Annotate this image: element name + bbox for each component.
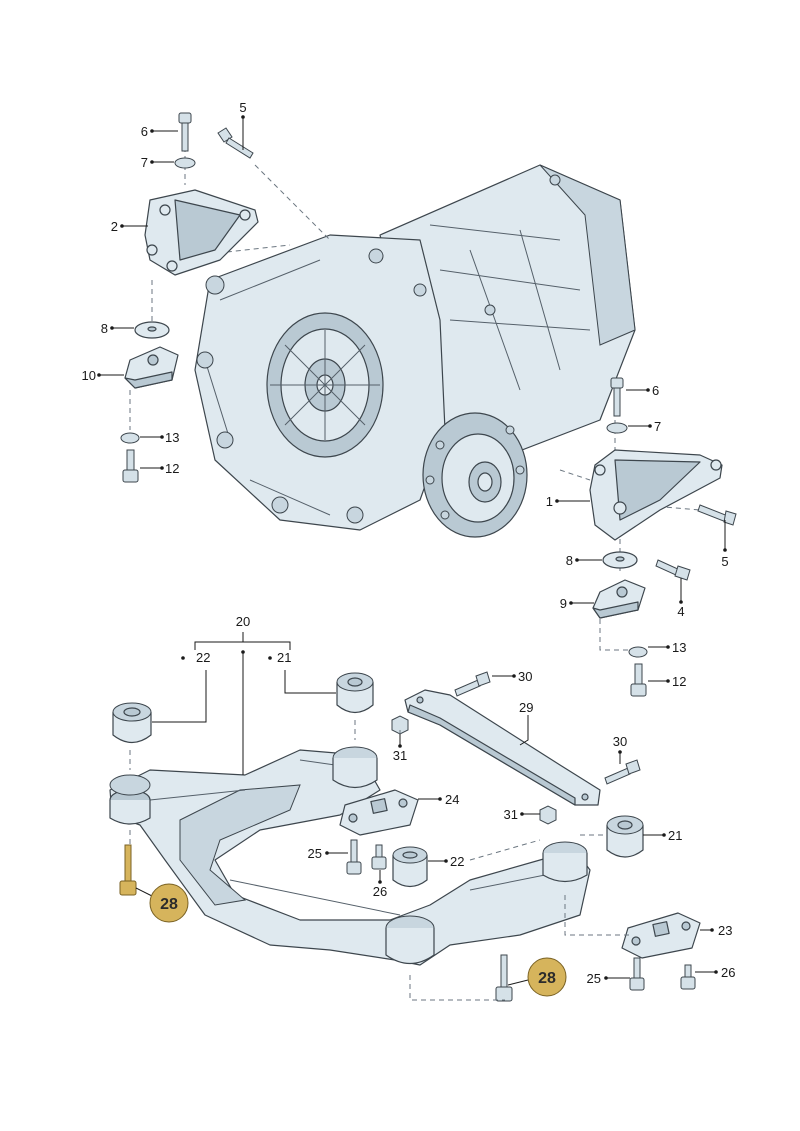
washer-13-left	[120, 432, 140, 444]
callout-7-left: 7	[141, 155, 148, 170]
washer-7-left	[174, 157, 196, 169]
subframe-bushing-rear-right	[542, 841, 588, 883]
callout-1: 1	[546, 494, 553, 509]
callout-6-right: 6	[652, 383, 659, 398]
nut-31-upper	[391, 715, 409, 735]
leader-lines	[97, 115, 727, 986]
callout-21-upper: 21	[277, 650, 291, 665]
bolt-12-right	[630, 663, 647, 697]
bolt-6-left	[178, 112, 192, 152]
bolt-5-right	[697, 504, 737, 526]
callout-30-upper: 30	[518, 669, 532, 684]
callout-24: 24	[445, 792, 459, 807]
cross-member-29	[404, 689, 601, 806]
bolt-30-lower	[604, 759, 641, 785]
washer-7-right	[606, 422, 628, 434]
callout-13-left: 13	[165, 430, 179, 445]
nut-31-lower	[539, 805, 557, 825]
mount-plate-23	[621, 912, 701, 959]
callout-20: 20	[236, 614, 250, 629]
bolt-26-lower	[680, 964, 696, 990]
bushing-22-lower	[392, 846, 428, 888]
bolt-28-right	[495, 954, 513, 1002]
bolt-30-upper	[454, 671, 491, 697]
callout-12-left: 12	[165, 461, 179, 476]
rubber-mount-9	[592, 579, 646, 619]
bolt-4	[655, 559, 691, 581]
callout-5-top: 5	[239, 100, 246, 115]
callout-26-upper: 26	[373, 884, 387, 899]
rubber-mount-10	[124, 346, 179, 389]
callout-26-lower: 26	[721, 965, 735, 980]
badge-28-right: 28	[527, 957, 567, 997]
bolt-6-right	[610, 377, 624, 417]
callout-8-right: 8	[566, 553, 573, 568]
callout-5-right: 5	[721, 554, 728, 569]
callout-25-upper: 25	[308, 846, 322, 861]
callout-23: 23	[718, 923, 732, 938]
callout-29: 29	[519, 700, 533, 715]
callout-10: 10	[82, 368, 96, 383]
callout-12-right: 12	[672, 674, 686, 689]
subframe-bushing-rear-left	[385, 915, 435, 965]
badge-28-left-text: 28	[160, 896, 178, 913]
bolt-12-left	[122, 449, 139, 483]
bushing-22-upper	[112, 702, 152, 744]
washer-13-right	[628, 646, 648, 658]
bolt-5-top	[217, 127, 254, 159]
callout-7-right: 7	[654, 419, 661, 434]
gearbox-housing	[194, 164, 636, 538]
bushing-21-lower	[606, 815, 644, 858]
callout-25-lower: 25	[587, 971, 601, 986]
badge-28-right-text: 28	[538, 970, 556, 987]
subframe-bushing-front-left	[109, 774, 151, 825]
callout-labels: 5 6 7 2 8 10 13 12 6 7 1 5 8 4 9 13 12 2…	[82, 100, 736, 986]
callout-22-upper: 22	[196, 650, 210, 665]
callout-6-left: 6	[141, 124, 148, 139]
callout-22-lower: 22	[450, 854, 464, 869]
callout-8-left: 8	[101, 321, 108, 336]
callout-9: 9	[560, 596, 567, 611]
bolt-25-lower	[629, 957, 645, 991]
bolt-25-upper	[346, 839, 362, 875]
subframe-bushing-front-right	[332, 746, 378, 789]
bolt-26-upper	[371, 844, 387, 870]
mount-bracket-1	[589, 449, 723, 541]
callout-30-lower: 30	[613, 734, 627, 749]
badge-28-left: 28	[149, 883, 189, 923]
callout-31-lower: 31	[504, 807, 518, 822]
bushing-21-upper	[336, 672, 374, 714]
mount-plate-24	[339, 789, 419, 836]
callout-21-lower: 21	[668, 828, 682, 843]
mount-bracket-2	[144, 189, 259, 276]
bolt-28-left	[119, 844, 137, 896]
callout-13-right: 13	[672, 640, 686, 655]
callout-31-upper: 31	[393, 748, 407, 763]
callout-2: 2	[111, 219, 118, 234]
callout-4: 4	[677, 604, 684, 619]
